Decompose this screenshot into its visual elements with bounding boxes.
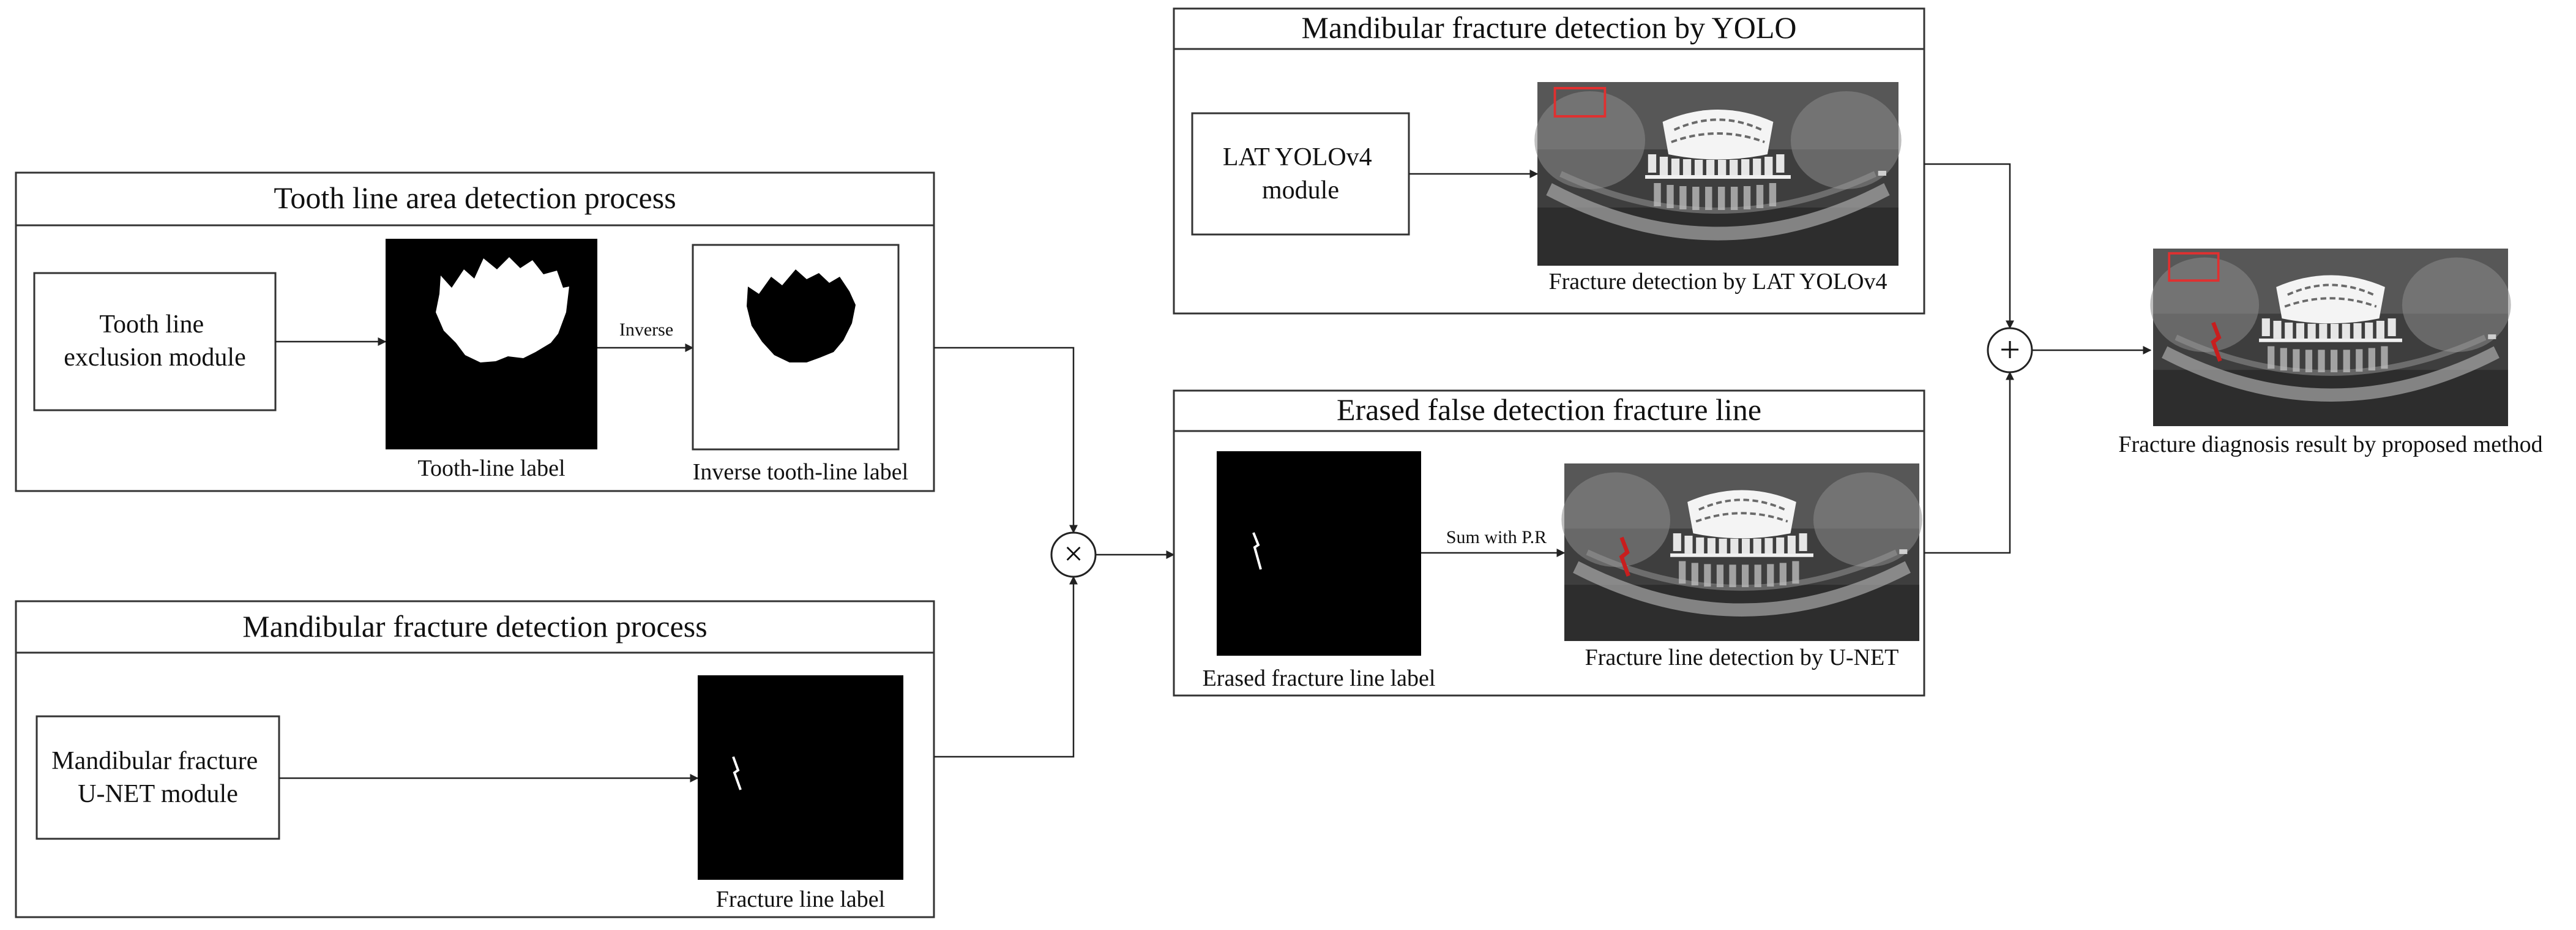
unet-detection-caption: Fracture line detection by U-NET — [1585, 645, 1899, 670]
multiply-symbol: × — [1064, 535, 1083, 573]
tooth-line-exclusion-module-label: Tooth line exclusion module — [64, 310, 245, 372]
erased-fracture-line-label-image — [1217, 451, 1421, 656]
mandibular-unet-module — [35, 715, 280, 840]
yolo-detection-caption: Fracture detection by LAT YOLOv4 — [1549, 269, 1887, 294]
add-symbol: + — [1999, 329, 2020, 370]
fracture-line-label-image — [698, 675, 903, 880]
unet-detection-image — [1561, 463, 1922, 641]
inverse-tooth-line-label-image — [692, 244, 900, 451]
inverse-arrow-label: Inverse — [619, 320, 673, 340]
yolo-panel: Mandibular fracture detection by YOLO LA… — [1173, 7, 1925, 315]
sum-with-pr-label: Sum with P.R — [1446, 527, 1547, 547]
mandibular-unet-module-label: Mandibular fracture U-NET module — [51, 747, 264, 808]
fracture-line-mark — [1619, 536, 1630, 577]
mandibular-panel-title: Mandibular fracture detection process — [242, 609, 707, 643]
result-detection-box — [2168, 252, 2220, 282]
yolo-panel-title: Mandibular fracture detection by YOLO — [1302, 10, 1797, 45]
add-operator: + — [1987, 327, 2033, 373]
erased-fracture-line-label-caption: Erased fracture line label — [1203, 666, 1436, 691]
yolo-to-add-connector — [1924, 163, 2014, 329]
mandibular-to-multiply-connector — [934, 576, 1078, 758]
lat-yolov4-module-label: LAT YOLOv4 module — [1223, 143, 1378, 204]
tooth-to-multiply-connector — [934, 347, 1078, 534]
lat-yolov4-module — [1191, 112, 1410, 236]
tooth-line-panel: Tooth line area detection process Tooth … — [15, 171, 935, 492]
detection-box — [1553, 87, 1607, 118]
result-fracture-line — [2211, 321, 2222, 362]
final-result-caption: Fracture diagnosis result by proposed me… — [2118, 432, 2542, 457]
mandibular-panel: Mandibular fracture detection process Ma… — [15, 600, 935, 918]
erased-panel-title: Erased false detection fracture line — [1337, 392, 1761, 427]
yolo-detection-image — [1534, 82, 1902, 266]
fracture-line-label-caption: Fracture line label — [716, 887, 885, 912]
tooth-line-panel-title: Tooth line area detection process — [274, 181, 676, 215]
tooth-line-label-caption: Tooth-line label — [417, 456, 565, 481]
final-result-image — [2150, 249, 2511, 426]
inverse-tooth-line-label-caption: Inverse tooth-line label — [693, 459, 908, 485]
tooth-line-exclusion-module — [33, 272, 277, 411]
multiply-operator: × — [1050, 531, 1097, 578]
erased-to-add-connector — [1924, 371, 2014, 554]
tooth-line-label-image — [386, 239, 597, 449]
erased-panel: Erased false detection fracture line Era… — [1173, 389, 1924, 697]
